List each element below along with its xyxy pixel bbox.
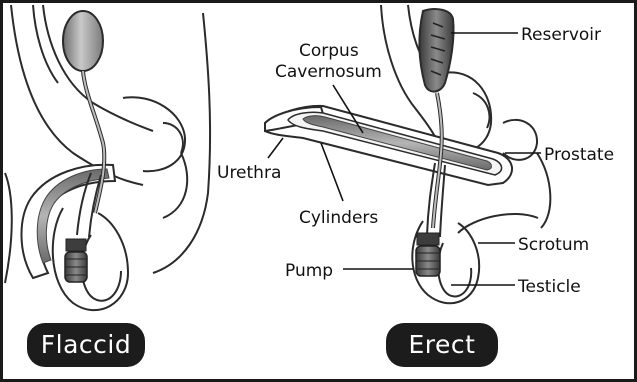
- label-pump: Pump: [285, 261, 333, 281]
- urethra-leader: [268, 138, 283, 158]
- label-cavernosum: Cavernosum: [275, 62, 382, 82]
- label-scrotum: Scrotum: [518, 235, 589, 255]
- flaccid-state-badge: Flaccid: [27, 323, 145, 367]
- label-testicle: Testicle: [517, 277, 581, 297]
- cylinders-leader: [321, 143, 343, 201]
- flaccid-label: Flaccid: [41, 330, 131, 359]
- label-cylinders: Cylinders: [299, 208, 378, 228]
- label-prostate: Prostate: [544, 145, 614, 165]
- erect-reservoir: [419, 9, 453, 228]
- label-urethra: Urethra: [217, 163, 281, 183]
- erect-label: Erect: [409, 330, 476, 359]
- penile-implant-diagram: Flaccid: [3, 3, 634, 379]
- erect-state-badge: Erect: [386, 323, 498, 367]
- label-reservoir: Reservoir: [521, 25, 601, 45]
- erect-pump: [416, 163, 445, 276]
- label-corpus: Corpus: [299, 41, 359, 61]
- erect-penis: [265, 106, 512, 185]
